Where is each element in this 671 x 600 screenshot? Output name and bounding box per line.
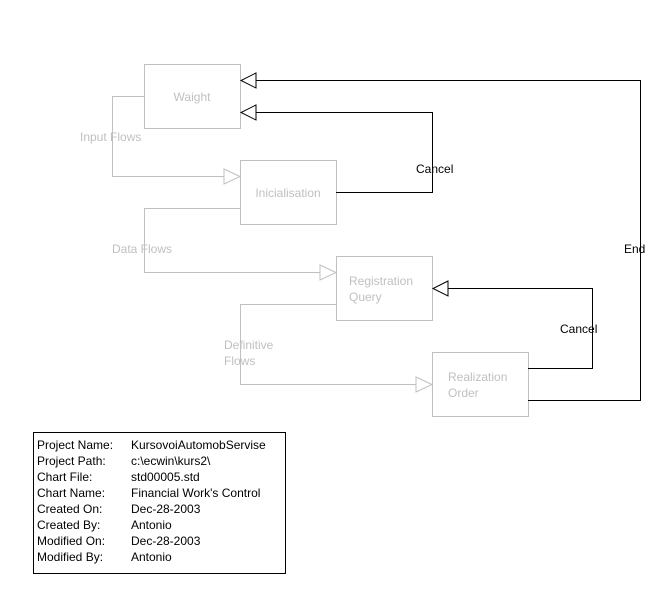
info-label: Chart Name:	[37, 486, 106, 500]
info-row-chart-file: Chart File: std00005.std	[37, 469, 285, 485]
flow-label-definitive-line1: Definitive	[224, 338, 274, 352]
state-label-inicialisation: Inicialisation	[255, 186, 320, 200]
project-info-box: Project Name: KursovoiAutomobServise Proj…	[33, 432, 286, 574]
transition-cancel-inicialisation-to-waight[interactable]	[256, 112, 433, 193]
state-label-waight: Waight	[174, 90, 212, 104]
event-label-cancel-1: Cancel	[416, 162, 453, 176]
transition-end-realization-to-waight[interactable]	[256, 80, 641, 401]
flow-connector-input	[112, 96, 224, 177]
info-label: Project Name:	[37, 438, 114, 452]
flow-label-input: Input Flows	[80, 130, 141, 144]
info-label: Created By:	[37, 518, 101, 532]
flow-connector-definitive	[240, 304, 416, 385]
info-label: Modified By:	[37, 550, 104, 564]
info-value: Antonio	[131, 550, 172, 564]
state-box-realization-order[interactable]	[432, 352, 529, 417]
flow-arrowhead-input	[223, 168, 242, 185]
info-value: c:\ecwin\kurs2\	[131, 454, 211, 468]
info-row-created-by: Created By: Antonio	[37, 517, 285, 533]
state-label-registration-query-line1: Registration	[349, 274, 413, 288]
event-label-end: End	[624, 242, 645, 256]
transition-arrowhead-end	[239, 72, 257, 89]
info-row-modified-on: Modified On: Dec-28-2003	[37, 533, 285, 549]
state-label-realization-order-line2: Order	[448, 386, 479, 400]
info-label: Chart File:	[37, 470, 93, 484]
info-row-project-path: Project Path: c:\ecwin\kurs2\	[37, 453, 285, 469]
info-label: Created On:	[37, 502, 103, 516]
transition-arrowhead-cancel-2	[431, 280, 449, 297]
state-label-realization-order-line1: Realization	[448, 370, 507, 384]
info-value: Antonio	[131, 518, 172, 532]
transition-cancel-realization-to-registration[interactable]	[448, 288, 593, 369]
flow-connector-data	[144, 208, 320, 273]
info-value: Financial Work's Control	[131, 486, 261, 500]
flow-label-definitive-line2: Flows	[224, 354, 255, 368]
transition-arrowhead-cancel-1	[239, 104, 257, 121]
info-row-project-name: Project Name: KursovoiAutomobServise	[37, 437, 285, 453]
info-row-created-on: Created On: Dec-28-2003	[37, 501, 285, 517]
state-box-registration-query[interactable]	[336, 256, 433, 321]
info-label: Project Path:	[37, 454, 106, 468]
info-label: Modified On:	[37, 534, 106, 548]
flow-arrowhead-data	[319, 264, 338, 281]
info-row-chart-name: Chart Name: Financial Work's Control	[37, 485, 285, 501]
info-value: std00005.std	[131, 470, 200, 484]
info-value: Dec-28-2003	[131, 534, 201, 548]
flow-arrowhead-definitive	[415, 376, 434, 393]
state-label-registration-query-line2: Query	[349, 290, 382, 304]
info-row-modified-by: Modified By: Antonio	[37, 549, 285, 565]
event-label-cancel-2: Cancel	[560, 322, 597, 336]
info-value: KursovoiAutomobServise	[131, 438, 266, 452]
state-box-waight[interactable]	[144, 64, 241, 129]
info-value: Dec-28-2003	[131, 502, 201, 516]
flow-label-data: Data Flows	[112, 242, 172, 256]
